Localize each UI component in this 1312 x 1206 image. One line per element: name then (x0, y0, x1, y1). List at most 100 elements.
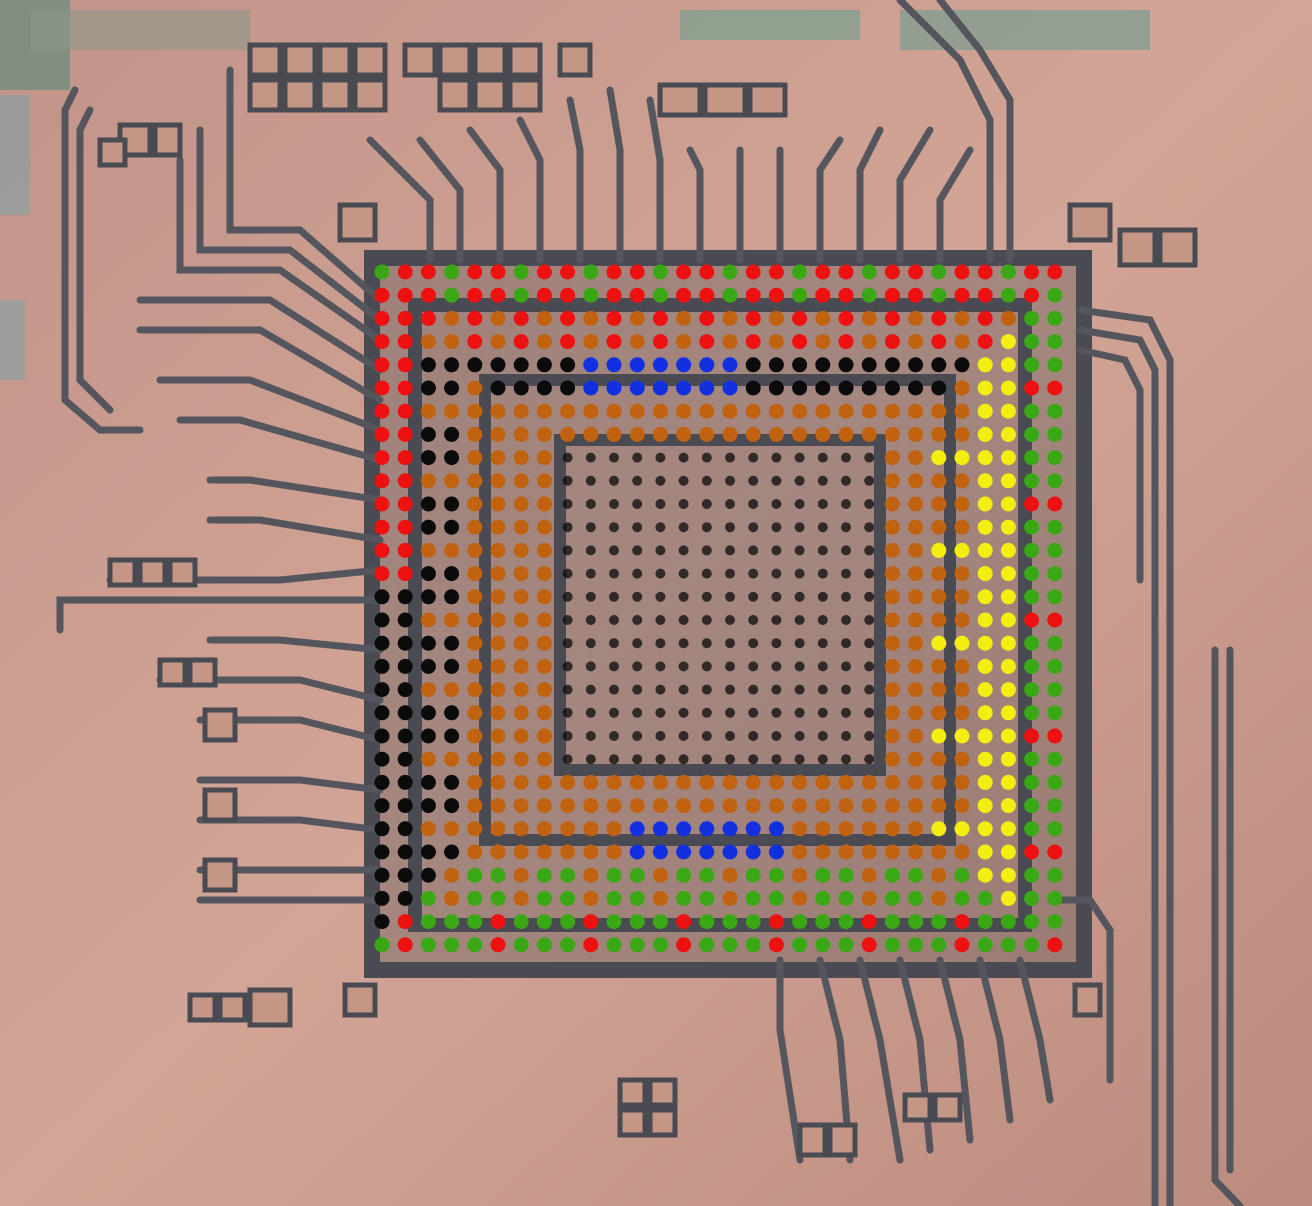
bga-ball (745, 821, 761, 837)
bga-ball (815, 914, 831, 930)
bga-ball (838, 867, 854, 883)
bga-ball (931, 682, 947, 698)
bga-ball (609, 638, 619, 649)
bga-ball (420, 937, 436, 953)
bga-ball (490, 334, 506, 350)
bga-ball (701, 661, 712, 672)
bga-ball (629, 310, 645, 326)
bga-ball (722, 264, 738, 280)
bga-ball (583, 403, 599, 419)
bga-ball (792, 774, 808, 790)
bga-ball (629, 264, 645, 280)
bga-ball (420, 867, 436, 883)
bga-ball (652, 426, 668, 442)
bga-ball (467, 450, 483, 466)
bga-ball (977, 403, 993, 419)
bga-ball (444, 403, 460, 419)
bga-ball (864, 522, 875, 533)
bga-ball (1047, 473, 1063, 489)
bga-ball (794, 452, 805, 463)
bga-ball (908, 635, 924, 651)
bga-ball (536, 310, 552, 326)
bga-ball (513, 334, 529, 350)
bga-ball (841, 684, 851, 695)
bga-ball (954, 334, 970, 350)
bga-ball (771, 568, 782, 579)
bga-ball (536, 426, 552, 442)
bga-ball (1024, 519, 1040, 535)
bga-ball (467, 334, 483, 350)
bga-ball (678, 731, 689, 741)
bga-ball (652, 798, 668, 814)
bga-ball (560, 310, 576, 326)
bga-ball (1024, 658, 1040, 674)
bga-ball (884, 867, 900, 883)
bga-ball (397, 937, 413, 953)
bga-ball (838, 264, 854, 280)
bga-ball (420, 310, 436, 326)
bga-ball (1047, 658, 1063, 674)
bga-ball (884, 519, 900, 535)
bga-ball (374, 380, 390, 396)
bga-ball (490, 450, 506, 466)
bga-ball (725, 591, 735, 602)
bga-ball (444, 473, 460, 489)
bga-ball (1000, 310, 1016, 326)
bga-ball (817, 638, 828, 649)
bga-ball (954, 821, 970, 837)
bga-ball (748, 707, 759, 718)
bga-ball (655, 638, 666, 649)
bga-ball (768, 426, 784, 442)
bga-ball (629, 937, 645, 953)
bga-ball (490, 751, 506, 767)
bga-ball (420, 589, 436, 605)
bga-ball (397, 450, 413, 466)
bga-ball (884, 566, 900, 582)
bga-ball (678, 522, 689, 533)
bga-ball (768, 287, 784, 303)
bga-ball (815, 798, 831, 814)
bga-ball (513, 890, 529, 906)
bga-ball (954, 612, 970, 628)
bga-ball (931, 867, 947, 883)
bga-ball (467, 728, 483, 744)
bga-ball (931, 612, 947, 628)
bga-ball (513, 380, 529, 396)
bga-ball (490, 357, 506, 373)
bga-ball (562, 661, 573, 672)
bga-ball (1024, 380, 1040, 396)
bga-ball (420, 473, 436, 489)
bga-ball (655, 591, 666, 602)
bga-ball (374, 635, 390, 651)
bga-ball (1000, 264, 1016, 280)
bga-ball (792, 798, 808, 814)
bga-ball (374, 310, 390, 326)
bga-ball (583, 774, 599, 790)
bga-ball (931, 937, 947, 953)
bga-ball (908, 542, 924, 558)
bga-ball (861, 867, 877, 883)
bga-ball (838, 310, 854, 326)
bga-ball (678, 638, 689, 649)
bga-ball (536, 519, 552, 535)
bga-ball (609, 661, 619, 672)
bga-ball (560, 357, 576, 373)
bga-ball (585, 545, 596, 556)
bga-ball (699, 937, 715, 953)
bga-ball (931, 751, 947, 767)
bga-ball (444, 890, 460, 906)
bga-ball (583, 937, 599, 953)
bga-ball (954, 728, 970, 744)
bga-ball (420, 728, 436, 744)
bga-ball (931, 426, 947, 442)
bga-ball (609, 707, 619, 718)
bga-ball (606, 264, 622, 280)
bga-ball (722, 380, 738, 396)
bga-ball (977, 589, 993, 605)
bga-ball (722, 937, 738, 953)
bga-ball (771, 591, 782, 602)
bga-ball (1000, 334, 1016, 350)
bga-ball (977, 914, 993, 930)
bga-ball (908, 798, 924, 814)
bga-ball (817, 707, 828, 718)
